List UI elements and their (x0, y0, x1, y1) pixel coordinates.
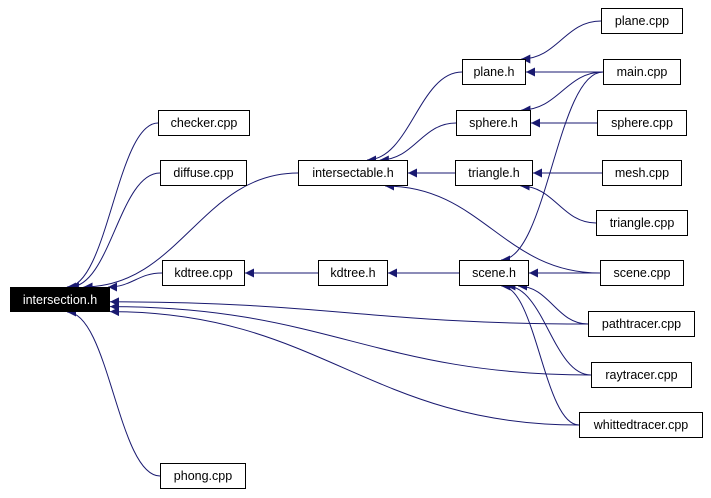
edge-phong-cpp-to-intersection-h (67, 307, 161, 477)
node-kdtree-cpp[interactable]: kdtree.cpp (162, 260, 245, 286)
node-checker-cpp[interactable]: checker.cpp (158, 110, 250, 136)
edge-raytracer-cpp-to-scene-h (506, 281, 592, 376)
node-plane-cpp[interactable]: plane.cpp (601, 8, 683, 34)
node-whittedtracer-cpp[interactable]: whittedtracer.cpp (579, 412, 703, 438)
edge-main-cpp-to-sphere-h (521, 71, 604, 115)
node-scene-h[interactable]: scene.h (459, 260, 529, 286)
edge-pathtracer-cpp-to-intersection-h (109, 297, 589, 325)
node-diffuse-cpp[interactable]: diffuse.cpp (160, 160, 247, 186)
edge-whittedtracer-cpp-to-intersection-h (109, 307, 580, 426)
node-sphere-h[interactable]: sphere.h (456, 110, 531, 136)
edge-pathtracer-cpp-to-scene-h (517, 281, 589, 325)
edge-whittedtracer-cpp-to-scene-h (501, 281, 580, 426)
edge-intersectable-h-to-intersection-h (83, 172, 299, 292)
edge-diffuse-cpp-to-intersection-h (69, 172, 161, 292)
node-mesh-cpp[interactable]: mesh.cpp (602, 160, 682, 186)
node-intersectable-h[interactable]: intersectable.h (298, 160, 408, 186)
node-plane-h[interactable]: plane.h (462, 59, 526, 85)
node-intersection-h: intersection.h (10, 287, 110, 312)
node-main-cpp[interactable]: main.cpp (603, 59, 681, 85)
node-kdtree-h[interactable]: kdtree.h (318, 260, 388, 286)
node-sphere-cpp[interactable]: sphere.cpp (597, 110, 687, 136)
node-pathtracer-cpp[interactable]: pathtracer.cpp (588, 311, 695, 337)
node-phong-cpp[interactable]: phong.cpp (160, 463, 246, 489)
edge-raytracer-cpp-to-intersection-h (109, 302, 592, 376)
node-raytracer-cpp[interactable]: raytracer.cpp (591, 362, 692, 388)
node-scene-cpp[interactable]: scene.cpp (600, 260, 684, 286)
edge-kdtree-cpp-to-intersection-h (108, 272, 163, 292)
edge-sphere-h-to-intersectable-h (379, 122, 457, 165)
edge-plane-h-to-intersectable-h (366, 71, 463, 165)
node-triangle-h[interactable]: triangle.h (455, 160, 533, 186)
edge-main-cpp-to-scene-h (500, 71, 604, 265)
edge-triangle-cpp-to-triangle-h (520, 181, 597, 224)
edge-layer (66, 20, 604, 477)
edge-checker-cpp-to-intersection-h (66, 122, 159, 292)
edge-scene-cpp-to-intersectable-h (385, 181, 601, 274)
node-triangle-cpp[interactable]: triangle.cpp (596, 210, 688, 236)
edge-plane-cpp-to-plane-h (521, 20, 602, 64)
